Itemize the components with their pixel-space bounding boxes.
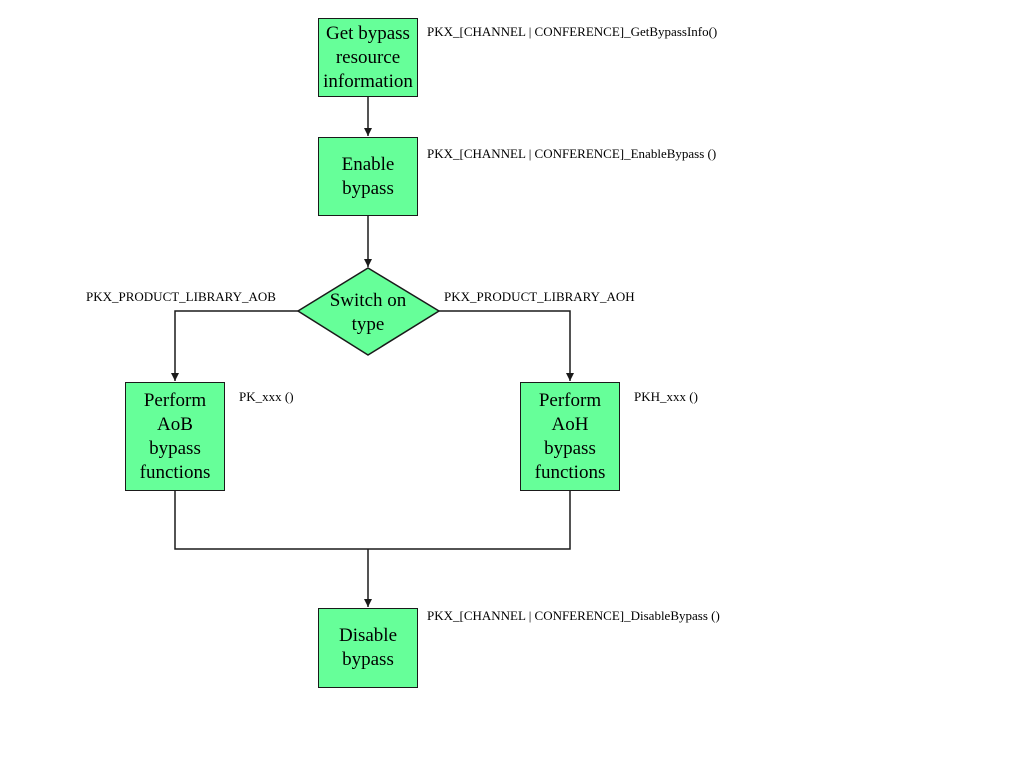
node-get-bypass-info-label: Get bypass resource information xyxy=(323,22,413,92)
node-perform-aob-label: Perform AoB bypass functions xyxy=(139,389,211,483)
aoh-function: PKH_xxx () xyxy=(634,389,698,404)
node-switch-on-type-label: Switch on type xyxy=(329,290,407,335)
node-perform-aoh: Perform AoH bypass functions xyxy=(520,382,620,491)
get-bypass-info-function: PKX_[CHANNEL | CONFERENCE]_GetBypassInfo… xyxy=(427,24,718,39)
node-disable-bypass: Disable bypass xyxy=(318,608,418,688)
node-perform-aob: Perform AoB bypass functions xyxy=(125,382,225,491)
aob-function: PK_xxx () xyxy=(239,389,294,404)
aoh-branch-label: PKX_PRODUCT_LIBRARY_AOH xyxy=(444,289,635,304)
switch-diamond xyxy=(296,267,441,356)
arrow-switch-to-aoh xyxy=(439,310,574,381)
node-perform-aoh-label: Perform AoH bypass functions xyxy=(534,389,606,483)
enable-bypass-function: PKX_[CHANNEL | CONFERENCE]_EnableBypass … xyxy=(427,146,717,161)
merge-line xyxy=(174,490,571,550)
arrow-switch-to-aob xyxy=(171,310,298,381)
aob-branch-label: PKX_PRODUCT_LIBRARY_AOB xyxy=(86,289,276,304)
node-get-bypass-info: Get bypass resource information xyxy=(318,18,418,97)
node-enable-bypass: Enable bypass xyxy=(318,137,418,216)
node-disable-bypass-label: Disable bypass xyxy=(338,625,398,670)
disable-bypass-function: PKX_[CHANNEL | CONFERENCE]_DisableBypass… xyxy=(427,608,720,623)
node-enable-bypass-label: Enable bypass xyxy=(341,153,395,199)
